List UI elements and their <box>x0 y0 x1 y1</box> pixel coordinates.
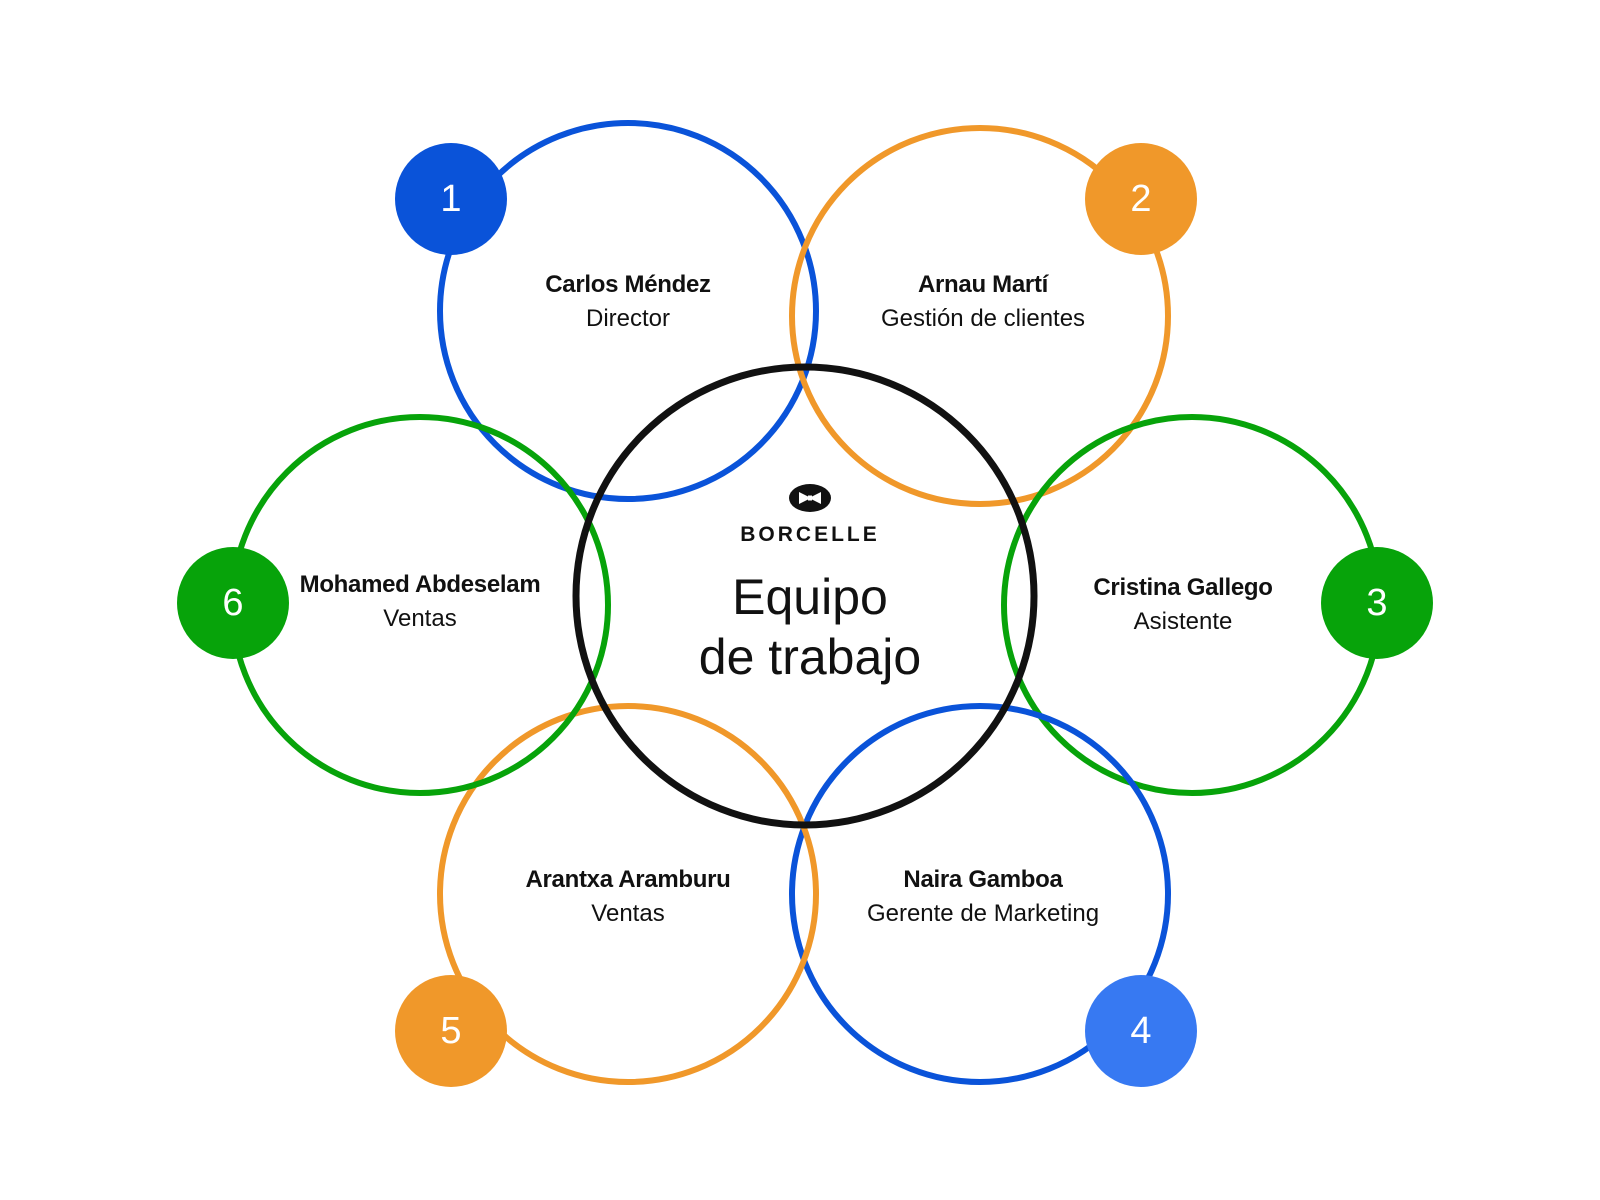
number-badge-1: 1 <box>395 143 507 255</box>
member-card-5: Arantxa Aramburu Ventas <box>468 863 788 931</box>
brand-name: BORCELLE <box>740 523 880 546</box>
member-card-3: Cristina Gallego Asistente <box>1023 571 1343 639</box>
ring-member-4 <box>789 703 1171 1085</box>
member-name: Naira Gamboa <box>903 866 1063 893</box>
page-title-line-1: Equipo <box>732 569 888 625</box>
member-name: Arantxa Aramburu <box>525 866 731 893</box>
member-role: Director <box>585 305 670 332</box>
member-role: Ventas <box>383 605 457 632</box>
member-role: Gerente de Marketing <box>866 900 1100 927</box>
number-badge-4: 4 <box>1085 975 1197 1087</box>
number-badge-6: 6 <box>177 547 289 659</box>
member-card-1: Carlos Méndez Director <box>468 268 788 336</box>
center-title-block: BORCELLE Equipo de trabajo <box>640 483 980 687</box>
member-card-2: Arnau Martí Gestión de clientes <box>823 268 1143 336</box>
member-name: Cristina Gallego <box>1093 574 1273 601</box>
member-role: Asistente <box>1133 608 1233 635</box>
member-name: Arnau Martí <box>917 271 1049 298</box>
number-badge-3: 3 <box>1321 547 1433 659</box>
ring-member-5 <box>437 703 819 1085</box>
member-card-6: Mohamed Abdeselam Ventas <box>260 568 580 636</box>
ring-member-2 <box>789 125 1171 507</box>
member-name: Mohamed Abdeselam <box>299 571 541 598</box>
member-role: Ventas <box>591 900 665 927</box>
member-role: Gestión de clientes <box>880 305 1086 332</box>
member-card-4: Naira Gamboa Gerente de Marketing <box>823 863 1143 931</box>
number-badge-2: 2 <box>1085 143 1197 255</box>
ring-member-1 <box>437 120 819 502</box>
ring-center <box>572 363 1038 829</box>
number-badge-5: 5 <box>395 975 507 1087</box>
page-title-line-2: de trabajo <box>698 629 922 685</box>
bowtie-badge-icon <box>789 484 831 512</box>
member-name: Carlos Méndez <box>545 271 711 298</box>
